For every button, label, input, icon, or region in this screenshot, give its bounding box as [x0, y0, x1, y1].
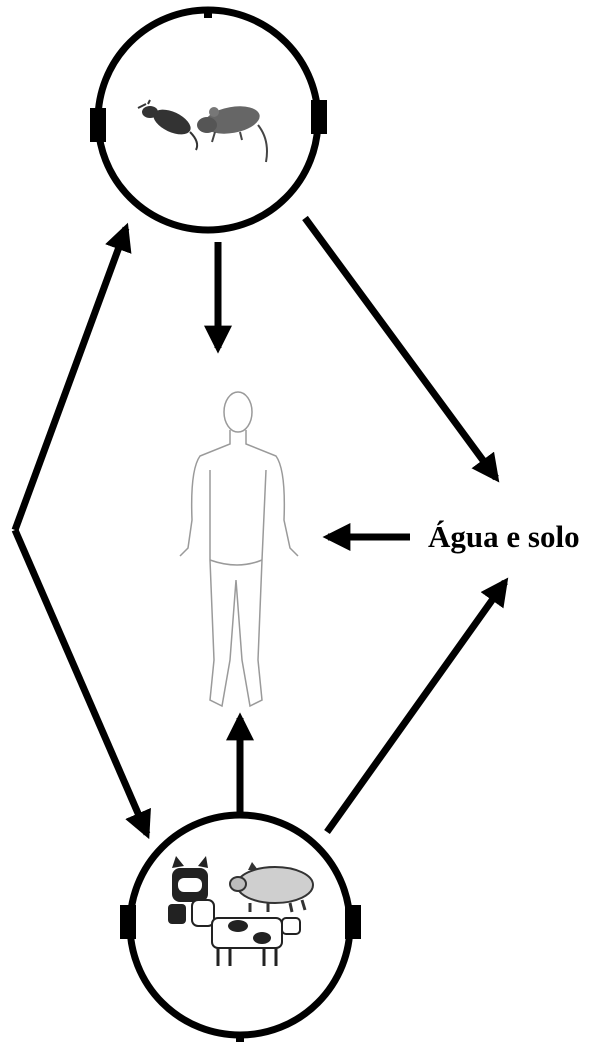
arrow-link-to-wild: [15, 228, 126, 530]
dog-icon: [168, 856, 214, 926]
wild-reservoir-cycle: [90, 8, 327, 230]
domestic-cycle-bottom-tick: [236, 1032, 244, 1042]
domestic-cycle-left-arrowhead: [120, 905, 136, 939]
wild-cycle-top-tick: [204, 8, 212, 18]
rat-icon: [197, 102, 267, 162]
environment-label: Água e solo: [428, 519, 580, 554]
domestic-reservoir-cycle: [120, 815, 361, 1042]
cow-icon: [212, 918, 300, 966]
arrow-domestic-to-environment: [327, 582, 505, 832]
arrow-link-to-domestic: [15, 530, 147, 834]
wild-cycle-left-arrowhead: [90, 108, 106, 142]
domestic-cycle-right-arrowhead: [345, 905, 361, 939]
wild-cycle-right-arrowhead: [311, 100, 327, 134]
human-outline-icon: [180, 392, 298, 706]
arrow-wild-to-environment: [305, 218, 496, 478]
rodent-icon: [138, 100, 197, 150]
pig-icon: [230, 862, 313, 912]
